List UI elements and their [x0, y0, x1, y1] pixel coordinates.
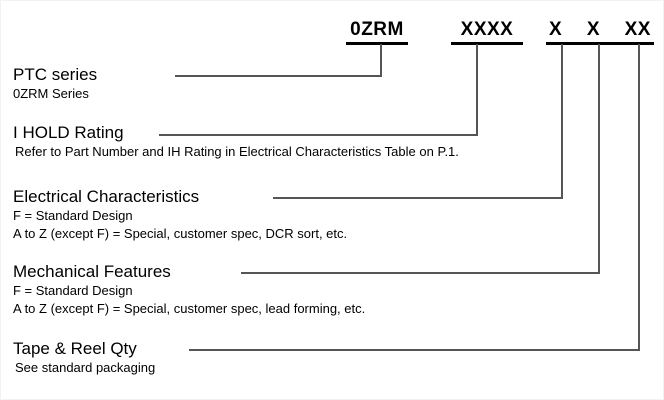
part-code-series-underline [346, 42, 408, 45]
callout-ihold-rating-title: I HOLD Rating [13, 123, 124, 142]
part-code-electrical: X [549, 19, 563, 40]
part-code-series: 0ZRM [346, 19, 408, 45]
callout-mechanical-features: Mechanical Features F = Standard Design … [13, 262, 365, 318]
callout-ptc-series-title: PTC series [13, 65, 98, 84]
callout-ptc-series-line-1: 0ZRM Series [13, 86, 89, 101]
leader-line-mechanical-features-horizontal [241, 272, 600, 274]
callout-ptc-series: PTC series 0ZRM Series [13, 65, 97, 103]
callout-ihold-rating: I HOLD Rating Refer to Part Number and I… [13, 123, 459, 161]
part-code-packaging: XX [624, 19, 651, 40]
part-code-suffix-text: X X XX [546, 19, 654, 41]
leader-line-ihold-rating-vertical [476, 44, 478, 136]
leader-line-electrical-characteristics-vertical [561, 44, 563, 199]
leader-line-electrical-characteristics-horizontal [273, 197, 563, 199]
callout-electrical-characteristics-line-1: F = Standard Design [13, 208, 133, 223]
part-code-ih-rating-underline [451, 42, 523, 45]
callout-mechanical-features-line-1: F = Standard Design [13, 283, 133, 298]
part-code-ih-rating-text: XXXX [460, 19, 514, 40]
callout-electrical-characteristics-title: Electrical Characteristics [13, 187, 200, 206]
part-code-suffix-group: X X XX [546, 19, 654, 45]
part-code-suffix-underline [546, 42, 654, 45]
part-code-ih-rating: XXXX [451, 19, 523, 45]
callout-electrical-characteristics: Electrical Characteristics F = Standard … [13, 187, 347, 243]
callout-mechanical-features-title: Mechanical Features [13, 262, 171, 281]
callout-tape-reel-qty-title: Tape & Reel Qty [13, 339, 137, 358]
callout-tape-reel-qty: Tape & Reel Qty See standard packaging [13, 339, 155, 377]
leader-line-ihold-rating-horizontal [159, 134, 478, 136]
callout-ihold-rating-line-1: Refer to Part Number and IH Rating in El… [15, 144, 459, 159]
leader-line-tape-reel-qty-horizontal [189, 349, 640, 351]
callout-electrical-characteristics-line-2: A to Z (except F) = Special, customer sp… [13, 226, 348, 241]
part-code-mechanical: X [586, 19, 600, 40]
leader-line-tape-reel-qty-vertical [638, 44, 640, 351]
leader-line-mechanical-features-vertical [598, 44, 600, 274]
callout-mechanical-features-line-2: A to Z (except F) = Special, customer sp… [13, 301, 366, 316]
part-code-series-text: 0ZRM [350, 19, 404, 40]
leader-line-ptc-series-horizontal [175, 75, 382, 77]
callout-tape-reel-qty-line-1: See standard packaging [15, 360, 156, 375]
leader-line-ptc-series-vertical [380, 44, 382, 77]
